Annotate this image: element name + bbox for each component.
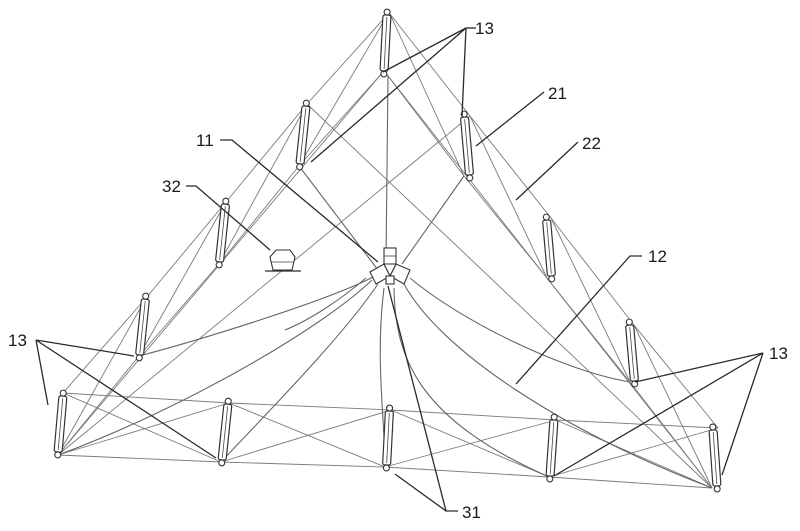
float-right-4	[708, 423, 722, 493]
central-hub	[369, 247, 411, 285]
label-13-left: 13	[8, 331, 27, 350]
float-right-3	[625, 318, 639, 388]
float-left-4	[53, 389, 68, 459]
mooring-cables	[57, 75, 713, 489]
label-11: 11	[196, 131, 214, 150]
label-13-right: 13	[769, 344, 788, 363]
label-31: 31	[462, 503, 481, 522]
float-top	[379, 8, 392, 78]
floats	[53, 8, 722, 493]
float-left-2	[215, 197, 230, 269]
label-13-top: 13	[475, 19, 494, 38]
float-bottom-3	[545, 413, 559, 483]
label-32: 32	[162, 177, 181, 196]
float-right-2	[542, 213, 556, 283]
label-12: 12	[648, 247, 667, 266]
float-left-1	[295, 99, 311, 171]
float-bottom-2	[382, 404, 394, 472]
float-left-3	[135, 292, 150, 362]
label-22: 22	[582, 134, 601, 153]
float-bottom-1	[217, 397, 233, 467]
boat-icon	[265, 249, 301, 272]
reference-labels: 13 21 22 11 32 12 13 13 31	[8, 19, 788, 522]
label-21: 21	[548, 84, 567, 103]
leader-lines	[35, 27, 764, 512]
